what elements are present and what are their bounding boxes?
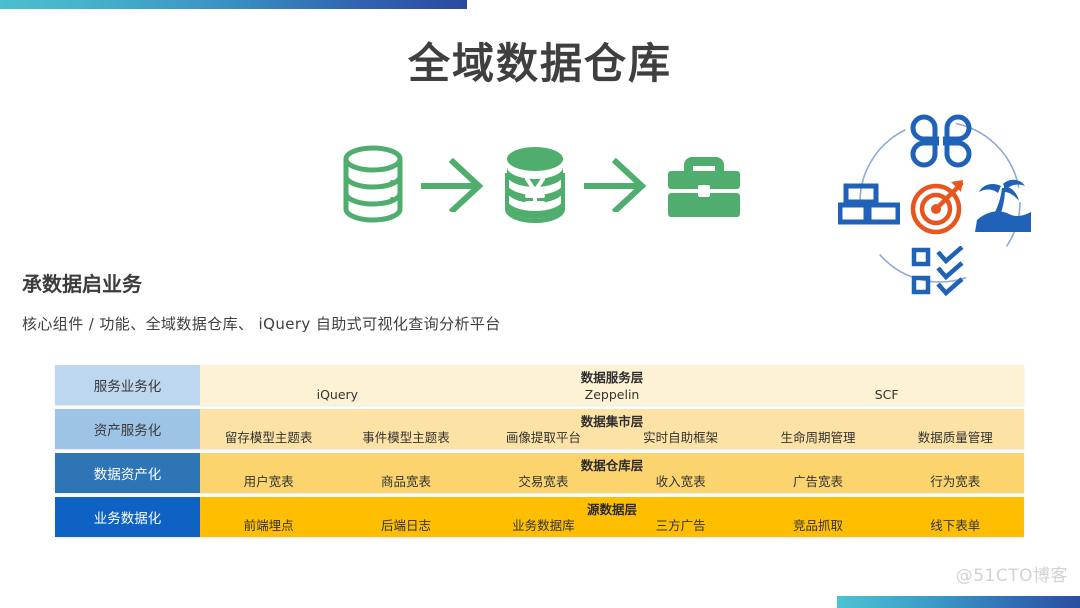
top-accent-bar: [0, 0, 467, 9]
table-cell[interactable]: 三方广告: [655, 518, 706, 533]
row-label: 资产服务化: [55, 409, 200, 449]
table-cell[interactable]: SCF: [874, 387, 899, 402]
layer-name: 数据集市层: [580, 414, 644, 429]
row-label: 服务业务化: [55, 365, 200, 405]
row-cells: 留存模型主题表 事件模型主题表 画像提取平台 实时自助框架 生命周期管理 数据质…: [200, 427, 1024, 446]
target-arrow-icon: [907, 175, 969, 237]
section-title: 承数据启业务: [22, 272, 142, 296]
watermark: @51CTO博客: [955, 566, 1068, 586]
table-cell[interactable]: 生命周期管理: [780, 430, 856, 445]
table-cell[interactable]: 留存模型主题表: [224, 430, 313, 445]
data-flow-diagram: [342, 132, 742, 236]
bottom-accent-bar: [837, 596, 1080, 608]
table-cell[interactable]: 商品宽表: [380, 474, 431, 489]
table-row[interactable]: 服务业务化 数据服务层 iQuery Zeppelin SCF: [55, 365, 1024, 405]
data-architecture-table: 服务业务化 数据服务层 iQuery Zeppelin SCF 资产服务化 数据…: [55, 365, 1024, 541]
table-cell[interactable]: 事件模型主题表: [362, 430, 450, 445]
table-row[interactable]: 业务数据化 源数据层 前端埋点 后端日志 业务数据库 三方广告 竞品抓取 线下表…: [55, 497, 1024, 537]
layer-name: 源数据层: [586, 502, 637, 517]
table-cell[interactable]: 竞品抓取: [792, 518, 843, 533]
arrow-right-icon: [582, 156, 650, 215]
table-cell[interactable]: 实时自助框架: [643, 430, 719, 445]
arrow-right-icon: [419, 156, 487, 215]
row-cells: iQuery Zeppelin SCF: [200, 387, 1024, 402]
table-cell[interactable]: 画像提取平台: [505, 430, 581, 445]
row-body: 数据服务层 iQuery Zeppelin SCF: [200, 365, 1024, 405]
table-cell[interactable]: 线下表单: [930, 518, 981, 533]
section-subtitle: 核心组件 / 功能、全域数据仓库、 iQuery 自助式可视化查询分析平台: [22, 315, 501, 333]
table-cell[interactable]: 交易宽表: [518, 474, 569, 489]
row-label: 业务数据化: [55, 497, 200, 537]
table-row[interactable]: 数据资产化 数据仓库层 用户宽表 商品宽表 交易宽表 收入宽表 广告宽表 行为宽…: [55, 453, 1024, 493]
row-cells: 用户宽表 商品宽表 交易宽表 收入宽表 广告宽表 行为宽表: [200, 471, 1024, 490]
page-title: 全域数据仓库: [407, 39, 672, 88]
table-cell[interactable]: 收入宽表: [655, 474, 706, 489]
layer-name: 数据服务层: [580, 370, 644, 385]
briefcase-icon: [666, 149, 742, 219]
table-cell[interactable]: 广告宽表: [792, 474, 843, 489]
table-cell[interactable]: 行为宽表: [930, 474, 981, 489]
table-cell[interactable]: Zeppelin: [584, 387, 640, 402]
table-cell[interactable]: iQuery: [316, 387, 359, 402]
row-body: 数据仓库层 用户宽表 商品宽表 交易宽表 收入宽表 广告宽表 行为宽表: [200, 453, 1024, 493]
row-body: 源数据层 前端埋点 后端日志 业务数据库 三方广告 竞品抓取 线下表单: [200, 497, 1024, 537]
table-row[interactable]: 资产服务化 数据集市层 留存模型主题表 事件模型主题表 画像提取平台 实时自助框…: [55, 409, 1024, 449]
row-label: 数据资产化: [55, 453, 200, 493]
database-yuan-icon: [503, 143, 567, 225]
row-body: 数据集市层 留存模型主题表 事件模型主题表 画像提取平台 实时自助框架 生命周期…: [200, 409, 1024, 449]
capability-cluster: [837, 100, 1042, 305]
clover-icon: [910, 110, 972, 172]
table-cell[interactable]: 前端埋点: [243, 518, 294, 533]
palm-island-icon: [973, 176, 1033, 234]
table-cell[interactable]: 用户宽表: [243, 474, 294, 489]
row-cells: 前端埋点 后端日志 业务数据库 三方广告 竞品抓取 线下表单: [200, 515, 1024, 534]
table-cell[interactable]: 后端日志: [380, 518, 431, 533]
table-cell[interactable]: 业务数据库: [512, 518, 575, 533]
table-cell[interactable]: 数据质量管理: [917, 430, 993, 445]
checklist-icon: [910, 245, 972, 298]
layer-name: 数据仓库层: [580, 458, 644, 473]
database-icon: [342, 144, 404, 224]
bricks-icon: [837, 180, 901, 228]
